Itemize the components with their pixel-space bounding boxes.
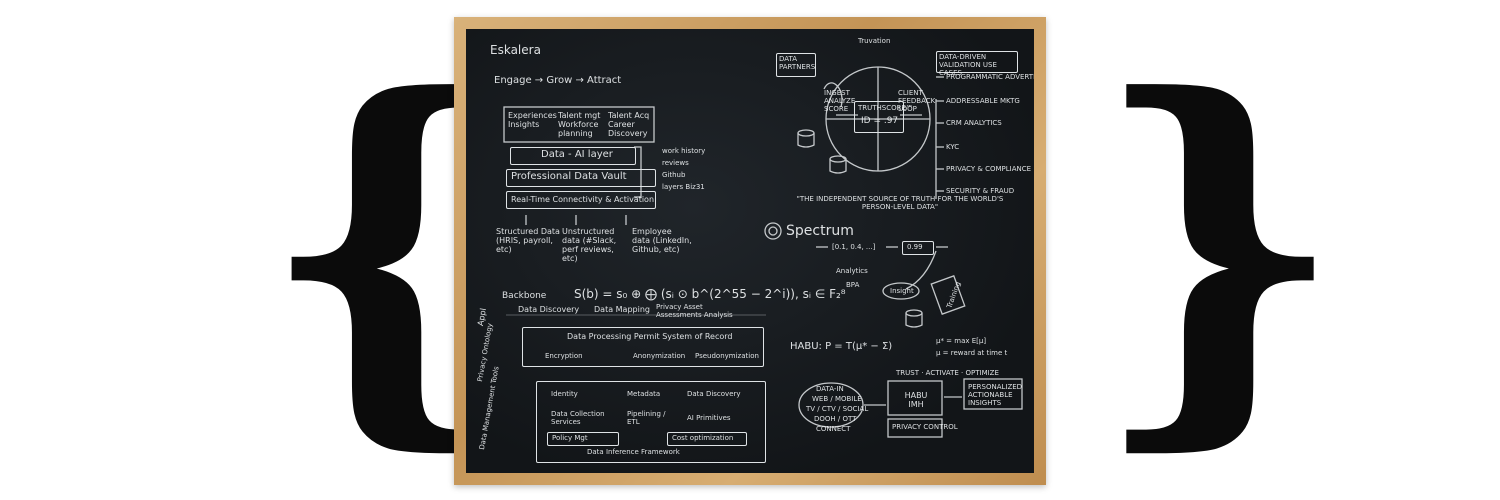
use-cases-box: DATA-DRIVEN VALIDATION USE CASES	[936, 51, 1018, 77]
tool-pipelining: Pipelining / ETL	[627, 410, 666, 426]
pillar-talent-acq: Talent Acq Career Discovery	[608, 111, 650, 138]
spectrum-score-box: 0.99	[902, 241, 934, 255]
spectrum-seq-1: [0.1, 0.4, ...]	[832, 243, 876, 251]
use-case-2: ADDRESSABLE MKTG	[946, 97, 1020, 105]
tool-cost-box: Cost optimization	[667, 432, 747, 446]
layer-data-vault: Professional Data Vault	[506, 169, 656, 187]
truthscore-box: TRUTHSCORE™ ID = .97	[854, 101, 913, 133]
privacy-control-label: PRIVACY CONTROL	[892, 423, 958, 431]
habu-note-2: μ = reward at time t	[936, 349, 1008, 357]
use-case-6: SECURITY & FRAUD	[946, 187, 1015, 195]
permit-system-box: Data Processing Permit System of Record …	[522, 327, 764, 367]
spectrum-analytics: Analytics	[836, 267, 868, 275]
layer-data-ai-label: Data - AI layer	[541, 149, 613, 160]
tool-policy: Policy Mgt	[552, 434, 588, 442]
layer-data-ai: Data - AI layer	[510, 147, 636, 165]
use-case-5: PRIVACY & COMPLIANCE	[946, 165, 1032, 173]
layer-connectivity-label: Real-Time Connectivity & Activation	[511, 195, 655, 204]
layer-note-4: layers Biz31	[662, 183, 705, 191]
backbone-formula: S(b) = s₀ ⊕ ⨁ (sᵢ ⊙ b^(2^55 − 2^i)), sᵢ …	[574, 287, 846, 301]
spectrum-bpa: BPA	[846, 281, 860, 289]
truthscore-label: TRUTHSCORE™	[858, 104, 913, 112]
permit-pseudonymization: Pseudonymization	[695, 352, 759, 360]
personalized-insights: PERSONALIZED ACTIONABLE INSIGHTS	[968, 383, 1023, 407]
permit-anonymization: Anonymization	[633, 352, 686, 360]
data-in-tv: TV / CTV / SOCIAL	[806, 405, 869, 413]
tools-box: Identity Metadata Data Discovery Data Co…	[536, 381, 766, 463]
tools-footer: Data Inference Framework	[587, 448, 680, 456]
source-unstructured: Unstructured data (#Slack, perf reviews,…	[562, 227, 617, 263]
partners-box: DATA PARTNERS	[776, 53, 816, 77]
layer-note-1: work history	[662, 147, 706, 155]
app-data-mapping: Data Mapping	[594, 305, 650, 314]
data-in-connect: CONNECT	[816, 425, 851, 433]
app-privacy-assessments: Privacy Asset Assessments Analysis	[656, 303, 733, 319]
partners-label: DATA PARTNERS	[779, 55, 816, 71]
data-in-dooh: DOOH / OTT	[814, 415, 857, 423]
spectrum-title: Spectrum	[786, 223, 854, 239]
habu-imh-label: HABU IMH	[904, 391, 928, 409]
use-case-3: CRM ANALYTICS	[946, 119, 1002, 127]
use-cases-title: DATA-DRIVEN VALIDATION USE CASES	[939, 53, 997, 77]
tool-cost: Cost optimization	[672, 434, 734, 442]
data-in-title: DATA-IN	[816, 385, 844, 393]
source-employee: Employee data (LinkedIn, Github, etc)	[632, 227, 692, 254]
tool-metadata: Metadata	[627, 390, 661, 398]
tagline: "THE INDEPENDENT SOURCE OF TRUTH FOR THE…	[796, 195, 1004, 211]
pillar-experiences: Experiences Insights	[508, 111, 557, 129]
tool-ai-primitives: AI Primitives	[687, 414, 731, 422]
layer-data-vault-label: Professional Data Vault	[511, 171, 627, 182]
spectrum-seq-2: 0.99	[907, 243, 923, 251]
feedback-note: CLIENT FEEDBACK LOOP	[898, 89, 936, 113]
pillar-talent-mgt: Talent mgt Workforce planning	[558, 111, 601, 138]
truthscore-id: ID = .97	[861, 116, 899, 126]
use-case-4: KYC	[946, 143, 960, 151]
app-data-discovery: Data Discovery	[518, 305, 580, 314]
permit-encryption: Encryption	[545, 352, 583, 360]
tool-identity: Identity	[551, 390, 578, 398]
habu-note-1: μ* = max E[μ]	[936, 337, 987, 345]
spectrum-insight: Insight	[890, 287, 914, 295]
right-curly-brace: }	[1090, 13, 1348, 483]
permit-title: Data Processing Permit System of Record	[567, 332, 733, 341]
tool-policy-box: Policy Mgt	[547, 432, 619, 446]
backbone-label: Backbone	[502, 291, 547, 301]
layer-note-3: Github	[662, 171, 686, 179]
engage-flow: Engage → Grow → Attract	[494, 75, 622, 86]
layer-note-2: reviews	[662, 159, 689, 167]
habu-flow-title: TRUST · ACTIVATE · OPTIMIZE	[896, 369, 999, 377]
habu-formula: HABU: P = T(μ* − Σ)	[790, 341, 893, 352]
tool-data-discovery: Data Discovery	[687, 390, 741, 398]
data-in-web: WEB / MOBILE	[812, 395, 862, 403]
source-structured: Structured Data (HRIS, payroll, etc)	[496, 227, 560, 254]
chalkboard-frame: Eskalera Engage → Grow → Attract Experie…	[454, 17, 1046, 485]
tool-data-collection: Data Collection Services	[551, 410, 605, 426]
eskalera-title: Eskalera	[490, 43, 541, 57]
layer-connectivity: Real-Time Connectivity & Activation	[506, 191, 656, 209]
ingest-note: INGEST ANALYZE SCORE	[824, 89, 856, 113]
use-case-1: PROGRAMMATIC ADVERTISING	[946, 73, 1034, 81]
chalkboard: Eskalera Engage → Grow → Attract Experie…	[466, 29, 1034, 473]
chalk-strokes	[503, 66, 1023, 438]
truvation-label: Truvation	[858, 37, 891, 45]
